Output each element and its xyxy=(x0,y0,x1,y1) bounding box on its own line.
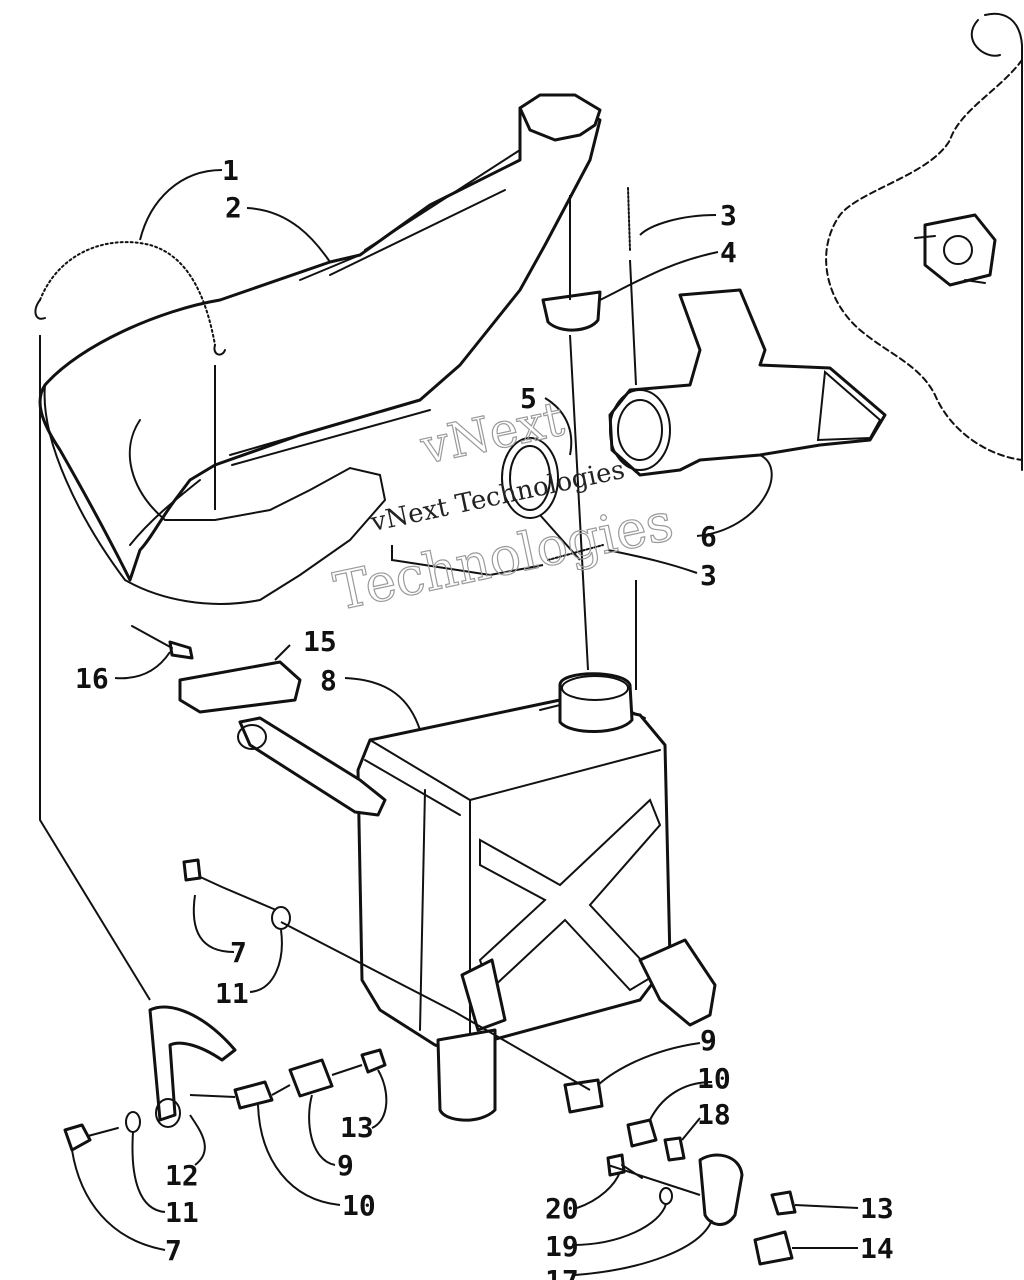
callout-17: 17 xyxy=(545,1264,579,1280)
mount-bracket-right xyxy=(131,625,797,1266)
callout-7-lower: 7 xyxy=(165,1234,182,1267)
callout-2: 2 xyxy=(225,191,242,224)
callout-14: 14 xyxy=(860,1232,894,1265)
callout-9-right: 9 xyxy=(700,1024,717,1057)
callout-7-upper: 7 xyxy=(230,936,247,969)
callout-numbers: 1 2 3 4 3 5 6 8 15 16 7 11 9 10 13 12 11… xyxy=(75,154,894,1280)
callout-9-left: 9 xyxy=(337,1149,354,1182)
callout-13-left: 13 xyxy=(340,1111,374,1144)
callout-16: 16 xyxy=(75,662,109,695)
watermark-text-1: vNext xyxy=(415,391,568,476)
exhaust-manifold xyxy=(608,288,887,477)
muffler xyxy=(237,672,717,1122)
leader-lines xyxy=(39,169,859,1276)
callout-11-upper: 11 xyxy=(215,977,249,1010)
small-parts-upper xyxy=(501,187,631,561)
callout-6: 6 xyxy=(700,520,717,553)
callout-3-upper: 3 xyxy=(720,199,737,232)
engine-outline xyxy=(825,12,1023,471)
callout-10-left: 10 xyxy=(342,1189,376,1222)
mount-bracket-left xyxy=(63,858,387,1152)
callout-11-lower: 11 xyxy=(165,1196,199,1229)
callout-13-right: 13 xyxy=(860,1192,894,1225)
callout-20: 20 xyxy=(545,1192,579,1225)
callout-3-lower: 3 xyxy=(700,559,717,592)
callout-1: 1 xyxy=(222,154,239,187)
callout-10-right: 10 xyxy=(697,1062,731,1095)
callout-8: 8 xyxy=(320,664,337,697)
callout-5: 5 xyxy=(520,382,537,415)
callout-12: 12 xyxy=(165,1159,199,1192)
expansion-chamber xyxy=(34,93,602,605)
callout-4: 4 xyxy=(720,236,737,269)
callout-15: 15 xyxy=(303,625,337,658)
callout-19: 19 xyxy=(545,1230,579,1263)
callout-18: 18 xyxy=(697,1098,731,1131)
